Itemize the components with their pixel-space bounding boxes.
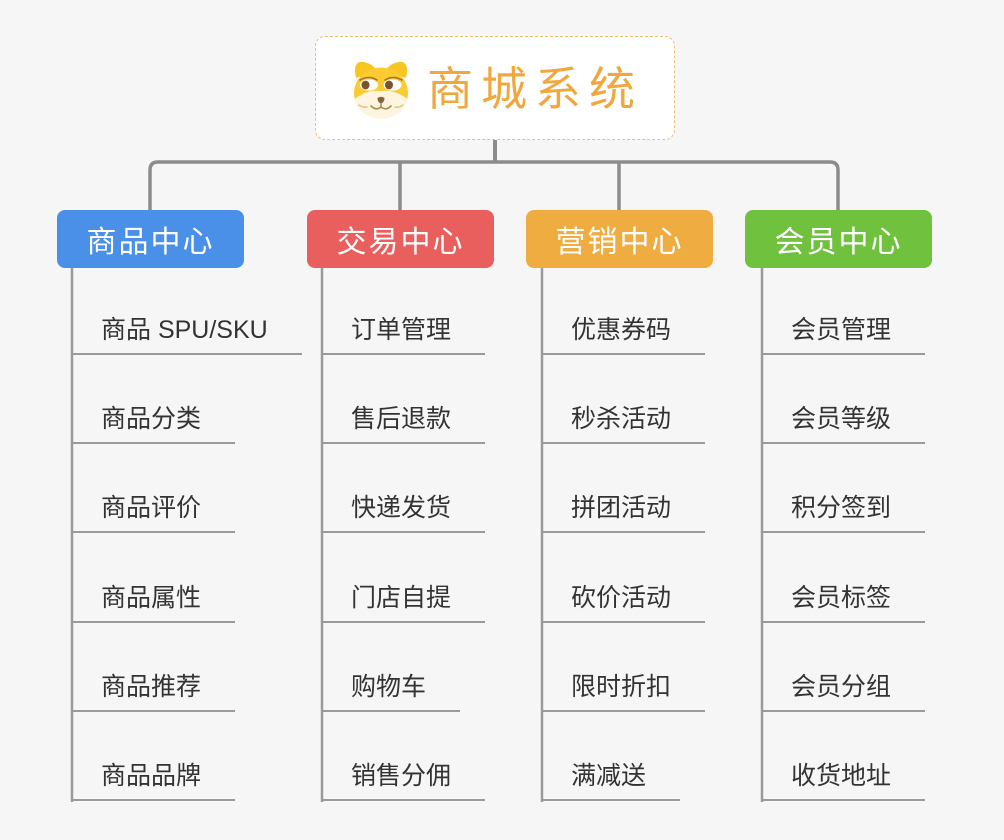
leaf-node[interactable]: 秒杀活动 [541,404,706,444]
leaf-node[interactable]: 限时折扣 [541,672,706,712]
leaf-node[interactable]: 会员标签 [761,583,926,623]
branch-label: 会员中心 [774,226,903,259]
dog-face-icon [354,61,408,119]
leaf-node[interactable]: 拼团活动 [541,493,706,533]
leaf-node[interactable]: 会员等级 [761,404,926,444]
leaf-node[interactable]: 快递发货 [321,493,486,533]
leaf-node[interactable]: 积分签到 [761,493,926,533]
leaf-node[interactable]: 商品推荐 [71,672,236,712]
leaf-node[interactable]: 购物车 [321,672,461,712]
leaf-node[interactable]: 砍价活动 [541,583,706,623]
leaf-node[interactable]: 收货地址 [761,761,926,801]
leaf-node[interactable]: 门店自提 [321,583,486,623]
leaf-node[interactable]: 销售分佣 [321,761,486,801]
branch-trade-center[interactable]: 交易中心 [307,210,494,268]
leaf-node[interactable]: 商品属性 [71,583,236,623]
leaf-node[interactable]: 售后退款 [321,404,486,444]
branch-label: 交易中心 [336,226,465,259]
leaf-node[interactable]: 商品评价 [71,493,236,533]
root-title: 商城系统 [427,63,643,115]
branch-label: 商品中心 [86,226,215,259]
branch-marketing-center[interactable]: 营销中心 [526,210,713,268]
leaf-node[interactable]: 商品 SPU/SKU [71,315,302,355]
leaf-node[interactable]: 商品分类 [71,404,236,444]
branch-member-center[interactable]: 会员中心 [745,210,932,268]
leaf-node[interactable]: 订单管理 [321,315,486,355]
leaf-node[interactable]: 商品品牌 [71,761,236,801]
leaf-node[interactable]: 会员管理 [761,315,926,355]
branch-label: 营销中心 [555,226,684,259]
branch-goods-center[interactable]: 商品中心 [57,210,244,268]
leaf-node[interactable]: 会员分组 [761,672,926,712]
leaf-node[interactable]: 满减送 [541,761,681,801]
leaf-node[interactable]: 优惠券码 [541,315,706,355]
root-node[interactable]: 商城系统 [315,36,675,140]
